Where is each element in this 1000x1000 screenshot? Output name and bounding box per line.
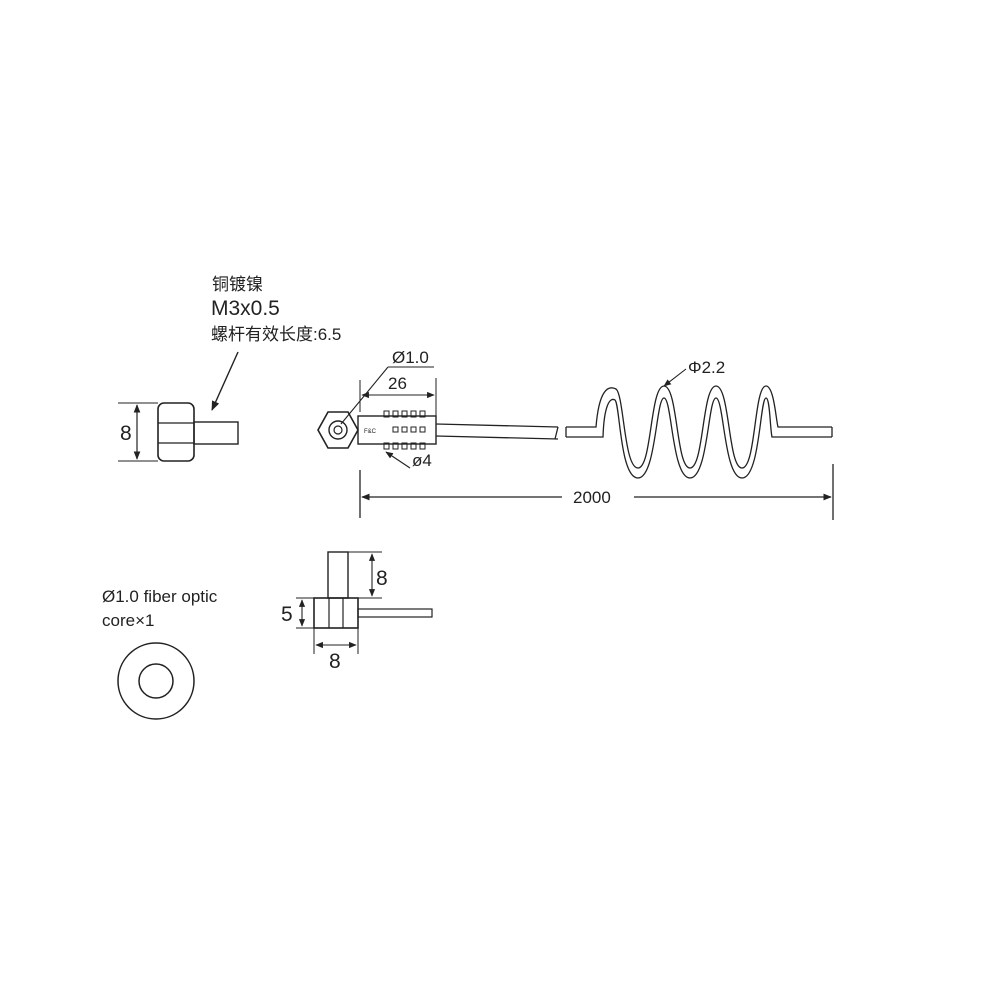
fiber-core-outer-ring	[117, 642, 195, 720]
cable-dia-label: Φ2.2	[688, 358, 725, 377]
sleeve-ribs	[383, 410, 426, 450]
fiber-core-line2: core×1	[102, 611, 154, 630]
top-view: F&C Ø1.0 26 ø4 Φ2.2 2000	[317, 348, 834, 520]
core-dia-label: Ø1.0	[392, 348, 429, 367]
fiber-core-note: Ø1.0 fiber optic core×1	[102, 587, 218, 720]
protective-sleeve	[357, 415, 437, 445]
fiber-core-line1: Ø1.0 fiber optic	[102, 587, 218, 606]
hex-nut-body	[157, 402, 195, 462]
cable-stub	[357, 608, 433, 618]
side-view: 8	[118, 402, 239, 462]
bottom-view: 8 5 8	[281, 551, 433, 673]
sleeve-dia-leader	[385, 451, 411, 469]
fiber-core-inner-ring	[138, 663, 174, 699]
thread-shank	[193, 421, 239, 445]
sleeve-mark: F&C	[364, 429, 377, 435]
coiled-cable-inner	[566, 397, 832, 479]
core-outer-circle	[328, 420, 348, 440]
sleeve-dia-label: ø4	[412, 451, 432, 470]
nut-profile	[313, 597, 359, 629]
thread-stub	[327, 551, 349, 599]
total-length-label: 2000	[573, 488, 611, 507]
coiled-cable-outer	[566, 385, 832, 469]
leader-arrow	[211, 351, 239, 411]
thread-note: 铜镀镍 M3x0.5 螺杆有效长度:6.5	[211, 275, 341, 411]
side-height-label: 8	[120, 422, 132, 445]
bottom-width-label: 8	[329, 650, 341, 673]
hex-head	[317, 411, 359, 449]
effective-length-label: 螺杆有效长度:6.5	[211, 325, 341, 344]
cable-bottom-edge	[435, 435, 559, 440]
cable-break-mark	[554, 426, 559, 440]
cable-dia-leader	[663, 368, 687, 387]
cable-top-edge	[435, 423, 559, 428]
bottom-top-dim-label: 8	[376, 567, 388, 590]
core-inner-circle	[333, 425, 343, 435]
thread-spec-label: M3x0.5	[211, 297, 280, 320]
sleeve-length-label: 26	[388, 374, 407, 393]
bottom-height-label: 5	[281, 603, 293, 626]
material-label: 铜镀镍	[212, 275, 263, 294]
